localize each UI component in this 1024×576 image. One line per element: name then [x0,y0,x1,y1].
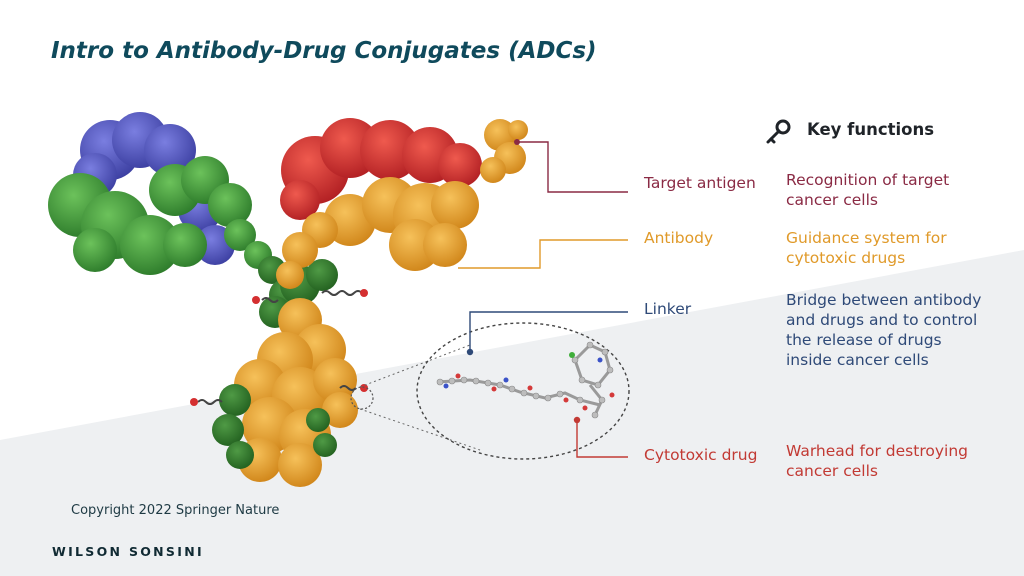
copyright-note: Copyright 2022 Springer Nature [71,503,280,518]
payload-red-dots [190,289,368,406]
function-line: cancer cells [786,462,878,480]
zoom-ellipse [416,322,630,460]
label-target-antigen: Target antigen [644,174,756,192]
label-linker: Linker [644,300,692,318]
target-antigen-blob [480,119,528,183]
leader-linker [469,311,628,352]
right-arm-red [280,118,482,220]
payload-chains [197,290,363,405]
leader-cytotoxic-drug [576,420,628,458]
function-linker: Bridge between antibody and drugs and to… [786,290,1006,370]
function-line: and drugs and to control [786,311,978,329]
function-line: Warhead for destroying [786,442,968,460]
key-icon [766,119,791,144]
function-line: Recognition of target [786,171,950,189]
label-antibody: Antibody [644,229,714,247]
slide-title: Intro to Antibody-Drug Conjugates (ADCs) [51,38,597,64]
function-line: inside cancer cells [786,351,929,369]
key-functions-heading: Key functions [807,120,935,139]
leader-antibody [458,239,628,269]
function-line: the release of drugs [786,331,942,349]
fc-region-green [212,384,337,469]
function-cytotoxic-drug: Warhead for destroying cancer cells [786,441,1006,481]
function-line: Guidance system for [786,229,947,247]
leader-target-antigen [517,141,628,193]
left-arm-purple [73,112,235,265]
function-antibody: Guidance system for cytotoxic drugs [786,228,1006,268]
brand-logo-text: WILSON SONSINI [52,544,204,559]
zoom-source-circle [350,386,374,410]
function-target-antigen: Recognition of target cancer cells [786,170,1006,210]
left-arm-green [48,156,272,275]
function-line: cancer cells [786,191,878,209]
molecule-structure [436,341,615,419]
label-cytotoxic-drug: Cytotoxic drug [644,446,758,464]
function-line: Bridge between antibody [786,291,982,309]
function-line: cytotoxic drugs [786,249,906,267]
right-arm-orange [276,177,479,289]
zoom-connector-bottom [359,408,481,451]
